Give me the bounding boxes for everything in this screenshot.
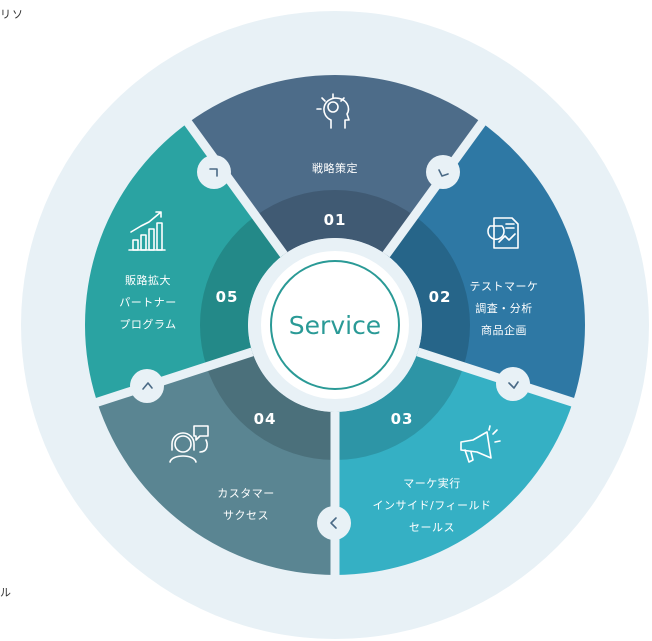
segment-number-02: 02 — [429, 288, 452, 306]
arrow-circle — [197, 155, 231, 189]
segment-divider — [183, 118, 288, 258]
arrow-icon — [438, 169, 449, 177]
edge-text-bottom: ル — [0, 586, 12, 599]
segment-inner-02 — [386, 215, 471, 367]
segment-label-02-2: 調査・分析 — [475, 301, 533, 315]
segment-label-03-3: セールス — [409, 521, 455, 534]
segment-number-05: 05 — [216, 288, 239, 306]
segment-number-03: 03 — [391, 410, 414, 428]
center-circle — [261, 251, 409, 399]
segment-label-04-1: カスタマー — [217, 487, 275, 500]
arrow-icon — [209, 168, 218, 177]
segment-label-03-2: インサイド/フィールド — [373, 499, 492, 512]
center-circle-stroke — [270, 260, 400, 390]
segment-label-02-3: 商品企画 — [481, 323, 527, 337]
arrow-icon — [508, 381, 519, 389]
edge-text-top: リソ — [0, 8, 24, 21]
segment-divider — [382, 118, 487, 258]
arrow-circle — [317, 506, 351, 540]
segment-label-05-1: 販路拡大 — [125, 273, 171, 287]
flow-arrow-icon-5 — [130, 369, 164, 403]
segment-label-01-1: 戦略策定 — [312, 161, 358, 175]
flow-arrow-icon-2 — [426, 155, 460, 189]
segment-divider — [93, 347, 254, 408]
segment-01 — [188, 74, 482, 255]
arrow-circle — [130, 369, 164, 403]
center-label: Service — [289, 311, 381, 340]
growth-chart-icon — [128, 211, 166, 251]
segment-inner-03 — [335, 351, 464, 460]
segment-label-05-3: プログラム — [119, 317, 176, 331]
segment-label-02-1: テストマーケ — [470, 280, 539, 293]
segment-label-04-2: サクセス — [223, 509, 269, 522]
segment-number-01: 01 — [324, 211, 347, 229]
segment-number-04: 04 — [254, 410, 277, 428]
arrow-circle — [496, 367, 530, 401]
segment-divider — [416, 347, 577, 408]
flow-arrow-icon-4 — [317, 506, 351, 540]
flow-arrow-icon-3 — [496, 367, 530, 401]
customer-support-icon — [169, 425, 209, 463]
segment-label-03-1: マーケ実行 — [403, 476, 461, 490]
megaphone-icon — [460, 425, 501, 463]
arrow-icon — [330, 517, 337, 529]
flow-arrow-icon-1 — [197, 155, 231, 189]
idea-head-icon — [316, 93, 350, 129]
segment-label-05-2: パートナー — [119, 296, 177, 309]
arrow-circle — [426, 155, 460, 189]
arrow-icon — [142, 382, 153, 390]
segment-inner-05 — [200, 215, 284, 367]
segment-inner-01 — [255, 189, 415, 255]
report-chart-icon — [487, 217, 519, 249]
segment-inner-04 — [206, 351, 335, 460]
